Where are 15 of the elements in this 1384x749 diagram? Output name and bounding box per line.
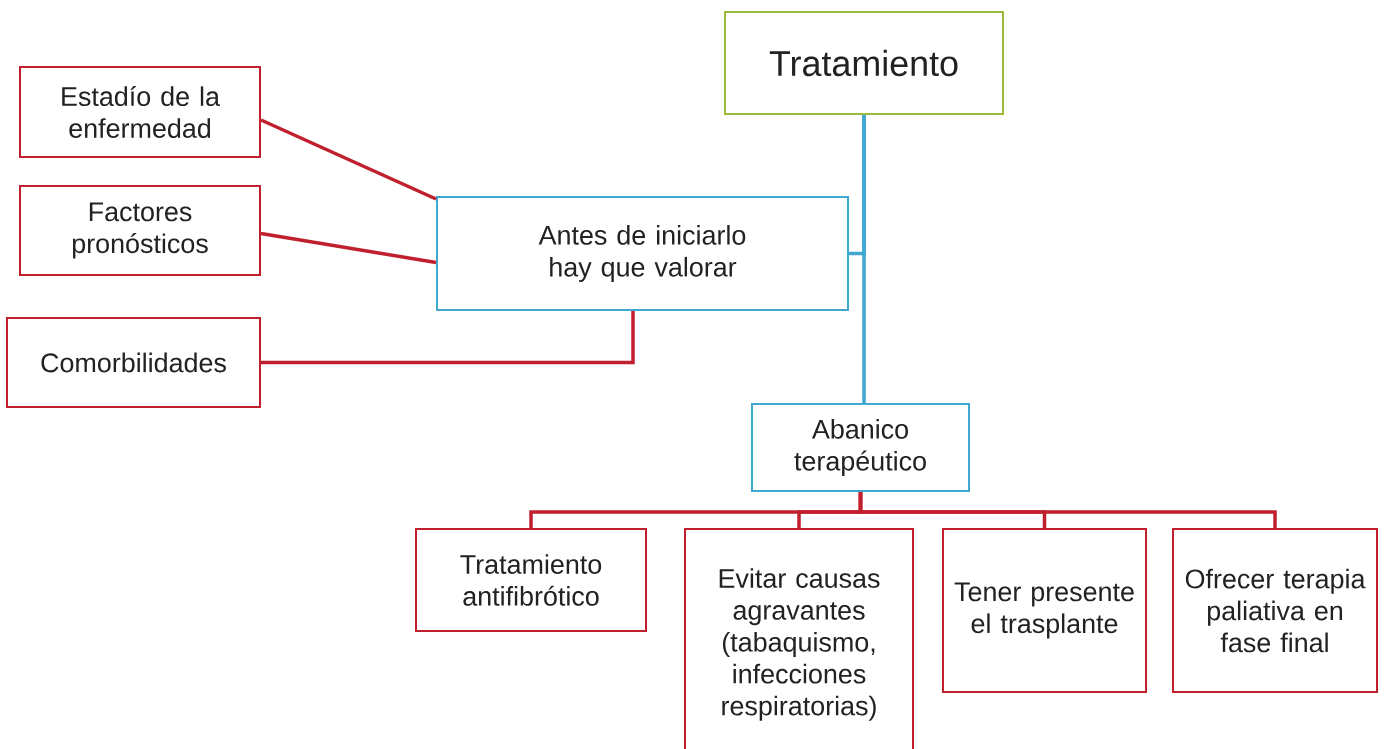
connector-line [260,118,437,201]
factor-box: Estadío de la enfermedad [19,66,261,158]
factor-box: Factores pronósticos [19,185,261,276]
connector-line [261,311,635,365]
connector-line [858,492,1277,528]
process-box: Abanico terapéutico [751,403,970,492]
factor-box: Comorbilidades [6,317,261,408]
option-box: Ofrecer terapia paliativa en fase final [1172,528,1378,693]
connector-line [849,115,866,256]
option-box: Tratamiento antifibrótico [415,528,647,632]
connector-line [260,231,437,265]
option-box: Evitar causas agravantes (tabaquismo, infecciones respiratorias) [684,528,914,749]
option-box: Tener presente el trasplante [942,528,1147,693]
process-box: Antes de iniciarlo hay que valorar [436,196,849,311]
title-box: Tratamiento [724,11,1004,115]
